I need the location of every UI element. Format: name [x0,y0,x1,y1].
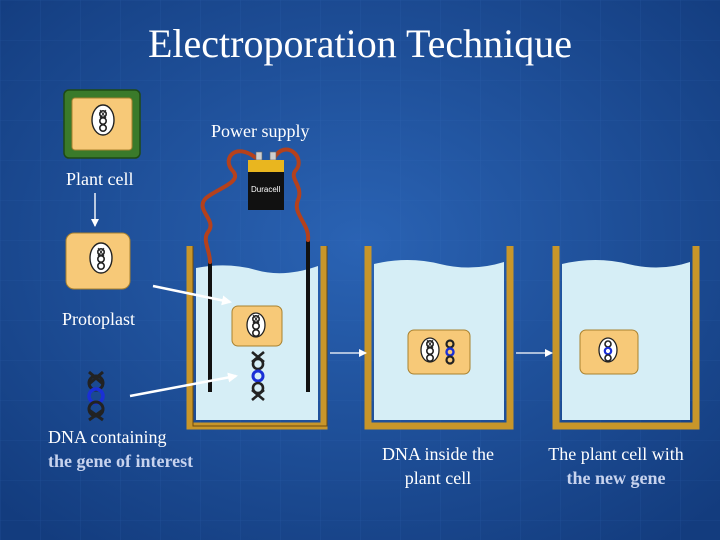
label-dna-line2: the gene of interest [48,451,194,471]
cell-with-new-gene [579,329,639,375]
label-new-line2: the new gene [566,468,666,488]
label-inside-line1: DNA inside the [382,444,494,464]
protoplast-figure [65,232,131,290]
label-inside-line2: plant cell [404,468,472,488]
label-power-supply: Power supply [211,121,310,141]
label-protoplast: Protoplast [62,309,136,329]
battery-icon [248,151,284,210]
dna-in-chamber [251,351,265,401]
cell-with-dna-inside [407,329,471,375]
label-plant-cell: Plant cell [66,169,134,189]
cell-in-chamber [231,305,283,347]
label-dna-line1: DNA containing [48,427,167,447]
plant-cell-figure [63,89,141,159]
foreign-dna-figure [87,370,105,422]
label-new-line1: The plant cell with [548,444,684,464]
arrow-protoplast-to-chamber [152,284,232,306]
wire-left [200,149,258,264]
arrow-dna-to-chamber [129,372,238,398]
page-title: Electroporation Technique [147,21,573,66]
battery-label: Duracell [251,185,281,194]
wire-right [272,147,311,242]
